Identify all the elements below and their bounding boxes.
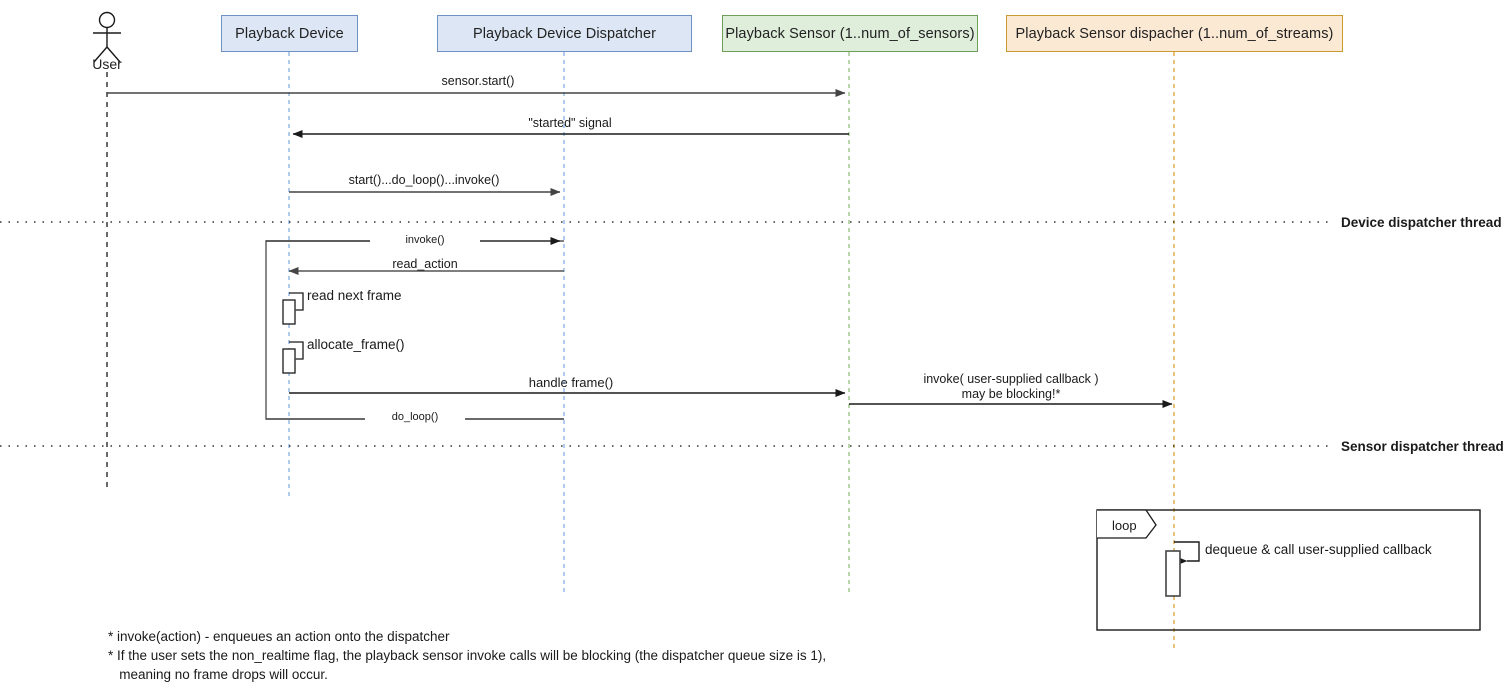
thread-divider-label-device: Device dispatcher thread xyxy=(1341,215,1502,230)
message-label-invoke-user-callback-line2: may be blocking!* xyxy=(961,387,1061,401)
message-label-read-next-frame: read next frame xyxy=(307,288,402,303)
footnote-line-3: meaning no frame drops will occur. xyxy=(108,667,328,682)
message-label-allocate-frame: allocate_frame() xyxy=(307,337,405,352)
message-label-invoke-user-callback-line1: invoke( user-supplied callback ) xyxy=(923,372,1099,386)
message-label-start-do-loop-invoke: start()...do_loop()...invoke() xyxy=(348,173,500,187)
message-label-do-loop: do_loop() xyxy=(365,411,465,423)
loop-fragment-tab xyxy=(1097,509,1157,539)
user-stick-figure-icon xyxy=(93,11,121,63)
message-label-started-signal: "started" signal xyxy=(528,116,612,130)
activation-bar-dequeue-callback xyxy=(1165,550,1181,597)
lifeline-header-playback-sensor[interactable]: Playback Sensor (1..num_of_sensors) xyxy=(722,15,978,52)
message-label-sensor-start: sensor.start() xyxy=(441,74,515,88)
message-label-invoke: invoke() xyxy=(370,234,480,246)
footnote-line-2: * If the user sets the non_realtime flag… xyxy=(108,648,827,663)
activation-bar-read-next-frame xyxy=(282,299,296,325)
lifeline-header-playback-device[interactable]: Playback Device xyxy=(221,15,358,52)
thread-divider-label-sensor: Sensor dispatcher thread xyxy=(1341,439,1504,454)
footnote-line-1: * invoke(action) - enqueues an action on… xyxy=(108,629,450,644)
activation-bar-allocate-frame xyxy=(282,348,296,374)
loop-fragment-box xyxy=(1096,509,1481,631)
actor-label-user: User xyxy=(92,56,122,72)
message-label-read-action: read_action xyxy=(392,257,458,271)
self-message-allocate-frame xyxy=(282,341,304,374)
self-message-dequeue-callback xyxy=(1165,541,1200,597)
message-label-handle-frame: handle frame() xyxy=(528,375,614,390)
self-message-read-next-frame xyxy=(282,292,304,325)
lifeline-header-playback-sensor-dispatcher[interactable]: Playback Sensor dispacher (1..num_of_str… xyxy=(1006,15,1343,52)
lifeline-header-playback-device-dispatcher[interactable]: Playback Device Dispatcher xyxy=(437,15,692,52)
message-label-dequeue-callback: dequeue & call user-supplied callback xyxy=(1205,542,1432,557)
loop-fragment-label: loop xyxy=(1112,518,1137,533)
